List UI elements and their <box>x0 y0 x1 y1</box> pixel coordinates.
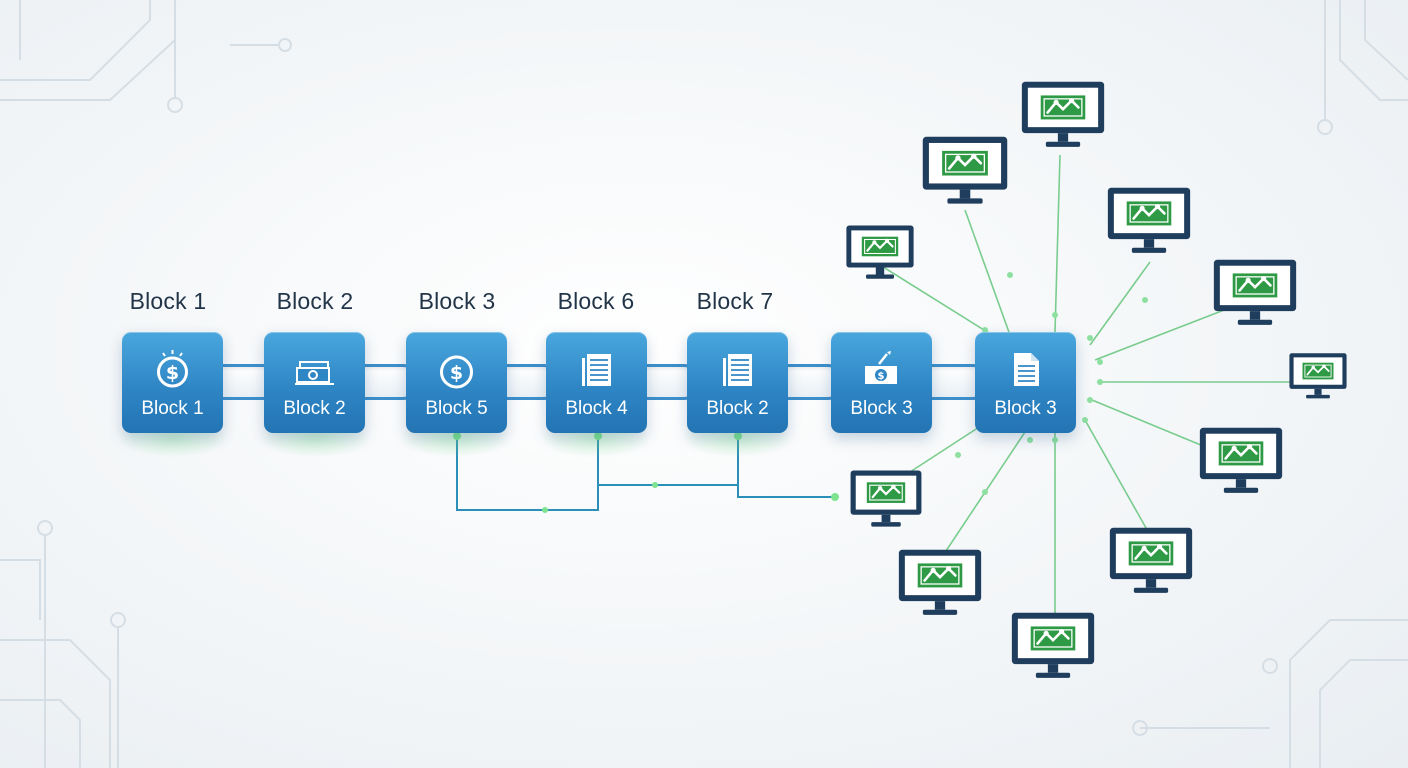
monitor-money-icon <box>1198 426 1284 498</box>
monitor-money-icon <box>1020 80 1106 152</box>
top-label-4: Block 6 <box>557 288 635 314</box>
monitor-money-icon <box>1108 526 1194 598</box>
block-connectors <box>456 432 835 511</box>
block-label: Block 4 <box>565 398 628 419</box>
monitor-money-icon <box>849 469 923 531</box>
top-label-2: Block 2 <box>276 288 354 314</box>
block-label: Block 5 <box>425 398 488 419</box>
document-icon <box>582 354 611 386</box>
block-label: Block 2 <box>706 398 769 419</box>
top-label-1: Block 1 <box>129 288 207 314</box>
document-icon <box>723 354 752 386</box>
top-label-3: Block 3 <box>418 288 496 314</box>
block-label: Block 1 <box>141 398 204 419</box>
top-label-5: Block 7 <box>696 288 774 314</box>
svg-text:$: $ <box>166 362 179 384</box>
block-card-2[interactable]: Block 2 <box>264 332 365 433</box>
block-card-1[interactable]: $ Block 1 <box>122 332 223 433</box>
svg-text:$: $ <box>450 362 463 384</box>
block-label: Block 3 <box>994 398 1057 419</box>
block-label: Block 2 <box>283 398 346 419</box>
monitor-money-icon <box>1106 186 1192 258</box>
block-label: Block 3 <box>850 398 913 419</box>
cash-stack-icon <box>295 361 334 385</box>
block-card-4[interactable]: Block 4 <box>546 332 647 433</box>
block-card-6[interactable]: $ Block 3 <box>831 332 932 433</box>
block-card-3[interactable]: $ Block 5 <box>406 332 507 433</box>
block-card-5[interactable]: Block 2 <box>687 332 788 433</box>
block-card-7[interactable]: Block 3 <box>975 332 1076 433</box>
monitor-money-icon <box>921 135 1009 209</box>
svg-text:$: $ <box>878 371 885 382</box>
document-icon <box>1014 353 1039 386</box>
dollar-coin-icon: $ <box>440 355 473 389</box>
dollar-coin-icon: $ <box>157 350 188 388</box>
connector-dots <box>453 432 839 513</box>
money-slot-icon: $ <box>865 351 897 384</box>
monitor-money-icon <box>845 224 915 283</box>
monitor-money-icon <box>897 548 983 620</box>
monitor-money-icon <box>1010 611 1096 683</box>
monitor-money-icon <box>1212 258 1298 330</box>
network-nodes <box>955 272 1148 495</box>
monitor-money-icon <box>1288 352 1348 402</box>
